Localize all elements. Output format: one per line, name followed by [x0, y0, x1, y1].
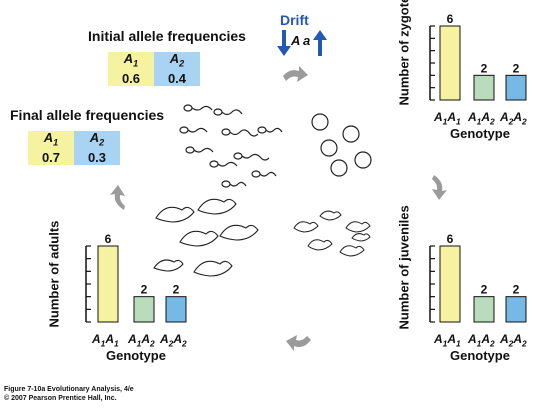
data-label-a1a1: 6: [447, 232, 454, 246]
adults-ylabel: Number of adults: [46, 220, 62, 328]
zygotes-bars: 6 2 2: [429, 14, 527, 101]
bar-a1a2: [133, 296, 155, 323]
initial-frequency-table: A1 0.6 A2 0.4: [108, 52, 200, 86]
drift-arrows-icon: [277, 30, 327, 56]
data-label-a1a2: 2: [481, 61, 488, 75]
bar-a1a1: [439, 25, 461, 101]
cycle-arrow-left-icon: [110, 185, 125, 210]
data-label-a2a2: 2: [173, 283, 180, 297]
zygotes-ylabel: Number of zygotes: [396, 0, 412, 106]
juvenile-icon: [339, 245, 365, 257]
final-frequency-table: A1 0.7 A2 0.3: [28, 131, 120, 165]
juvenile-icon: [319, 210, 342, 221]
allele-label: A1: [43, 130, 59, 148]
sperm-icon: [257, 126, 283, 134]
bar-a1a1: [439, 245, 461, 323]
initial-frequencies-title: Initial allele frequencies: [88, 28, 246, 44]
egg-icon: [320, 139, 338, 157]
juvenile-icon: [293, 221, 319, 233]
sperm-icon: [183, 104, 213, 112]
final-frequencies-title: Final allele frequencies: [10, 107, 165, 123]
data-label-a2a2: 2: [513, 61, 520, 75]
sperm-icon: [251, 170, 277, 178]
sperm-cells-illustration: [179, 104, 283, 188]
adult-icon: [179, 230, 219, 247]
cycle-arrow-bottom-icon: [286, 335, 311, 351]
juveniles-cat-a2a2: A2A2: [500, 332, 527, 349]
final-a1-cell: A1 0.7: [28, 131, 74, 165]
data-label-a2a2: 2: [513, 283, 520, 297]
drift-label: Drift: [280, 12, 309, 28]
allele-label: A1: [123, 51, 139, 69]
down-arrow-icon: [277, 30, 291, 56]
egg-icon: [311, 113, 329, 131]
allele-label: A2: [169, 51, 185, 69]
bar-a1a2: [473, 74, 495, 101]
juveniles-chart: 6 2 2 Number of juveniles A1A1 A1A2 A2A2 G…: [390, 205, 535, 367]
juvenile-icon: [307, 239, 333, 251]
adults-chart: 6 2 2 Number of adults A1A1 A1A2 A2A2 Geno…: [40, 220, 190, 367]
juveniles-illustration: [293, 210, 371, 257]
juveniles-cat-a1a2: A1A2: [468, 332, 495, 349]
bar-a2a2: [505, 296, 527, 323]
egg-icon: [330, 159, 348, 177]
zygotes-cat-a1a2: A1A2: [468, 110, 495, 127]
adults-cat-a1a1: A1A1: [92, 332, 119, 349]
figure-caption-line2: © 2007 Pearson Prentice Hall, Inc.: [4, 395, 117, 402]
cycle-arrow-right-icon: [432, 175, 447, 200]
zygotes-cat-a1a1: A1A1: [434, 110, 461, 127]
up-arrow-icon: [313, 30, 327, 56]
adults-cat-a1a2: A1A2: [128, 332, 155, 349]
data-label-a1a1: 6: [105, 232, 112, 246]
data-label-a1a1: 6: [447, 14, 454, 26]
adult-icon: [153, 259, 184, 272]
egg-cells-illustration: [311, 113, 372, 177]
sperm-icon: [179, 126, 208, 134]
juveniles-cat-a1a1: A1A1: [434, 332, 461, 349]
zygotes-xlabel: Genotype: [450, 126, 510, 141]
egg-icon: [354, 151, 372, 169]
juveniles-ylabel: Number of juveniles: [396, 205, 412, 330]
zygotes-cat-a2a2: A2A2: [500, 110, 527, 127]
sperm-icon: [233, 152, 270, 161]
bar-a2a2: [505, 74, 527, 101]
sperm-icon: [221, 180, 247, 188]
figure-caption-line1: Figure 7-10a Evolutionary Analysis, 4/e: [4, 386, 134, 393]
initial-a1-cell: A1 0.6: [108, 52, 154, 86]
zygotes-chart: 6 2 2 Number of zygotes A1A1 A1A2 A2A2 Gen…: [390, 0, 535, 144]
juveniles-bars: 6 2 2: [429, 232, 527, 323]
egg-icon: [342, 125, 360, 143]
sperm-icon: [185, 146, 214, 154]
final-a1-value: 0.7: [41, 149, 61, 165]
sperm-icon: [221, 128, 259, 137]
allele-label: A2: [89, 130, 105, 148]
adult-icon: [219, 224, 259, 241]
juveniles-xlabel: Genotype: [450, 348, 510, 363]
adults-illustration: [153, 198, 259, 277]
adult-icon: [193, 260, 233, 277]
adult-icon: [155, 206, 195, 223]
initial-a2-value: 0.4: [167, 70, 187, 86]
bar-a2a2: [165, 296, 187, 323]
juvenile-icon: [345, 221, 371, 233]
drift-allele-left: A: [291, 33, 301, 48]
final-a2-value: 0.3: [87, 149, 107, 165]
cycle-arrow-top-icon: [283, 66, 308, 82]
adults-cat-a2a2: A2A2: [160, 332, 187, 349]
data-label-a1a2: 2: [481, 283, 488, 297]
sperm-icon: [213, 108, 243, 116]
adults-bars: 6 2 2: [85, 232, 187, 323]
adult-icon: [197, 198, 237, 215]
sperm-icon: [209, 160, 238, 168]
data-label-a1a2: 2: [141, 283, 148, 297]
final-a2-cell: A2 0.3: [74, 131, 120, 165]
bar-a1a2: [473, 296, 495, 323]
initial-a2-cell: A2 0.4: [154, 52, 200, 86]
drift-allele-right: a: [303, 33, 311, 48]
juvenile-icon: [351, 233, 371, 242]
initial-a1-value: 0.6: [121, 70, 141, 86]
adults-xlabel: Genotype: [106, 348, 166, 363]
bar-a1a1: [97, 245, 119, 323]
